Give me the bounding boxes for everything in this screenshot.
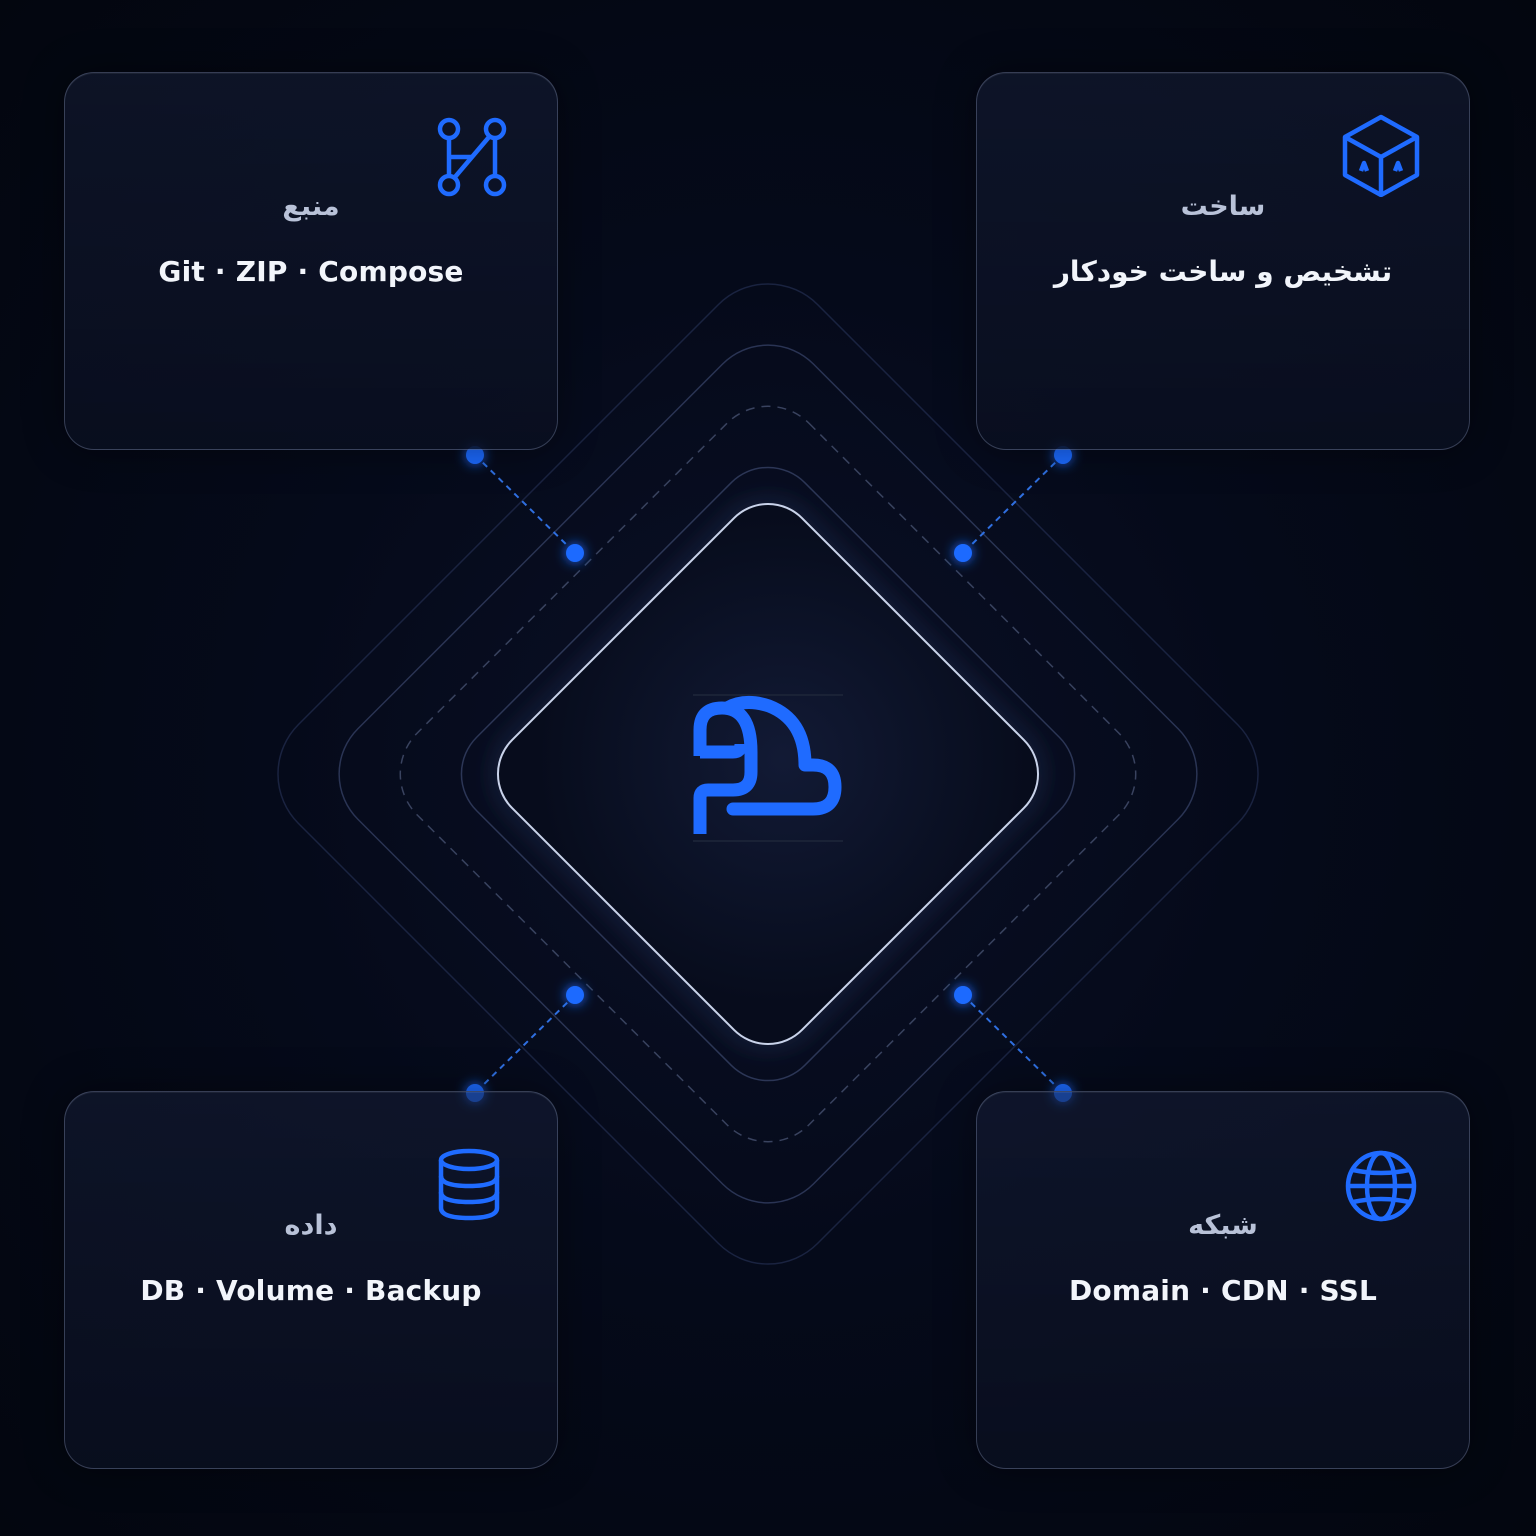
build-card-title: ساخت: [1180, 191, 1266, 222]
connector-build: [954, 446, 1072, 562]
source-card-title: منبع: [282, 191, 340, 222]
connector-network: [954, 986, 1072, 1102]
globe-icon: [1345, 1150, 1417, 1222]
build-card-subtitle: تشخیص و ساخت خودکار: [1053, 255, 1393, 288]
network-card: شبکه Domain · CDN · SSL: [976, 1091, 1470, 1469]
network-card-title: شبکه: [1188, 1210, 1258, 1241]
cloud-p-logo-icon: [693, 694, 843, 842]
hub-core: [496, 502, 1040, 1046]
connector-source: [466, 446, 584, 562]
source-card-subtitle: Git · ZIP · Compose: [158, 255, 464, 288]
connector-data: [466, 986, 584, 1102]
inner-ring: [460, 466, 1076, 1082]
box-cube-icon: [1342, 114, 1420, 197]
database-icon: [438, 1148, 500, 1221]
data-card-title: داده: [284, 1210, 338, 1241]
data-card-subtitle: DB · Volume · Backup: [140, 1274, 482, 1307]
git-branch-icon: [437, 117, 507, 197]
data-card: داده DB · Volume · Backup: [64, 1091, 558, 1469]
network-card-subtitle: Domain · CDN · SSL: [1068, 1274, 1378, 1307]
outer-ring: [277, 283, 1259, 1265]
build-card: ساخت تشخیص و ساخت خودکار: [976, 72, 1470, 450]
source-card: منبع Git · ZIP · Compose: [64, 72, 558, 450]
ring-2: [338, 344, 1198, 1204]
